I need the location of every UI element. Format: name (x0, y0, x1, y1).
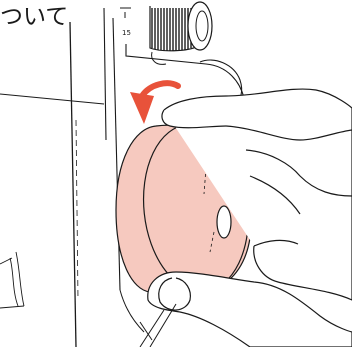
machine-detail-line (10, 258, 18, 306)
machine-panel-line (113, 18, 120, 290)
machine-edge-line (70, 22, 76, 347)
spool-hole (217, 206, 231, 238)
machine-inner-line (104, 8, 106, 140)
machine-diagonal-line (0, 94, 104, 104)
machine-dashed-line (76, 120, 78, 300)
page-heading: ついて (0, 3, 68, 31)
dial-number-label: 15 (122, 29, 131, 37)
tension-dial-icon (150, 2, 212, 64)
